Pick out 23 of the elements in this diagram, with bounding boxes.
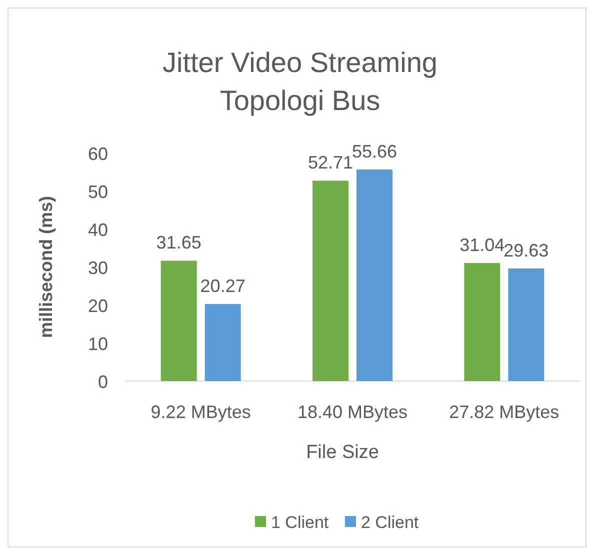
data-label: 52.71 <box>308 152 354 173</box>
axis-tick-label: 60 <box>88 144 108 164</box>
axis-tick-label: 10 <box>88 334 108 354</box>
axis-title: millisecond (ms) <box>36 196 56 338</box>
category-label: 18.40 MBytes <box>297 402 408 422</box>
data-label: 20.27 <box>200 276 246 296</box>
axis-tick-label: 0 <box>98 372 108 392</box>
category-label: 27.82 MBytes <box>449 402 560 422</box>
legend-label: 2 Client <box>361 513 419 532</box>
data-label: 29.63 <box>504 240 549 260</box>
axis-tick-label: 20 <box>88 296 108 316</box>
axis-tick-label: 30 <box>88 258 108 278</box>
legend-label: 1 Client <box>271 513 329 532</box>
axis-tick-label: 40 <box>88 220 108 240</box>
data-label: 31.04 <box>460 235 505 256</box>
data-label: 31.65 <box>156 232 202 253</box>
legend-item: 1 Client <box>255 513 329 532</box>
data-label: 55.66 <box>352 142 398 162</box>
legend-item: 2 Client <box>345 513 419 532</box>
axis-title: File Size <box>306 442 379 463</box>
category-label: 9.22 MBytes <box>150 402 251 422</box>
axis-tick-label: 50 <box>88 182 108 202</box>
chart-title: Jitter Video Streaming Topologi Bus <box>162 47 438 116</box>
